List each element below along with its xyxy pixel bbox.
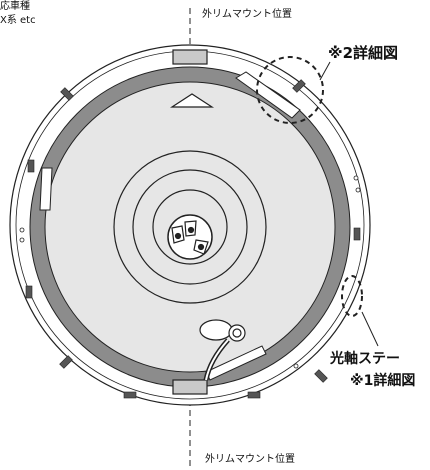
ring-small: [152, 189, 228, 265]
detail1-label: ※1詳細図: [350, 373, 416, 389]
bulb-clips: [171, 220, 209, 255]
detail2-label: ※2詳細図: [328, 44, 399, 62]
optical-stay-label: 光軸ステー: [330, 351, 400, 367]
rim-notches: [25, 79, 361, 399]
ring-medium: [132, 169, 248, 285]
rim-holes: [19, 175, 361, 369]
rim-clips: [39, 71, 301, 381]
bottom-mount-tab: [172, 379, 208, 395]
bottom-mount-label: 外リムマウント位置: [205, 454, 295, 465]
detail1-leader: [361, 311, 379, 347]
vehicle-label-line2: X系 etc: [0, 15, 36, 26]
top-mount-tab: [172, 49, 208, 65]
detail1-dashed-circle: [341, 275, 363, 317]
top-mount-label: 外リムマウント位置: [202, 9, 292, 20]
detail2-dashed-circle: [256, 56, 324, 124]
adjuster-screw: [199, 319, 246, 381]
vehicle-label-line1: 応車種: [0, 1, 30, 12]
top-triangle: [169, 93, 215, 108]
detail2-leader: [319, 61, 331, 81]
